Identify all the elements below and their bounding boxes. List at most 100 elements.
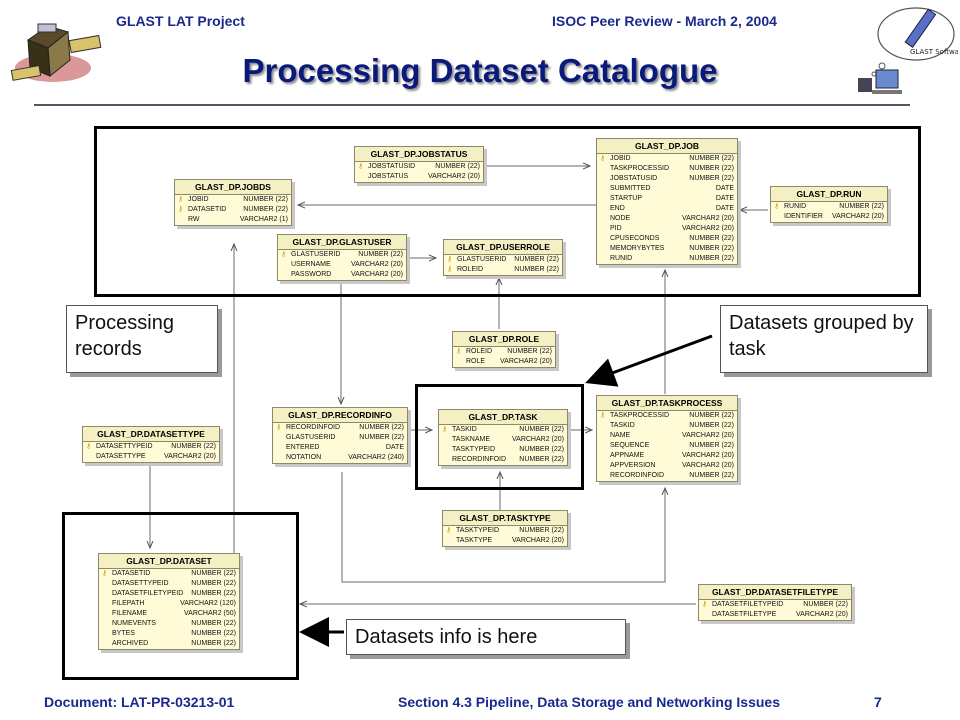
column-name: RECORDINFOID (452, 456, 507, 463)
column-type: NUMBER (22) (519, 426, 564, 433)
column-name: JOBID (610, 155, 631, 162)
column-type: VARCHAR2 (20) (682, 225, 734, 232)
column-name: NODE (610, 215, 631, 222)
column-type: DATE (385, 444, 404, 451)
column-spacer (600, 204, 610, 214)
column-name: APPNAME (610, 452, 645, 459)
column-name: TASKID (610, 422, 635, 429)
column-spacer (442, 445, 452, 455)
column-spacer (600, 254, 610, 264)
column-spacer (358, 172, 368, 182)
column-type: NUMBER (22) (689, 255, 734, 262)
column-name: JOBSTATUSID (610, 175, 658, 182)
column-name: RECORDINFOID (286, 424, 341, 431)
column-name: JOBSTATUSID (368, 163, 416, 170)
column-name: PASSWORD (291, 271, 332, 278)
column-type: NUMBER (22) (689, 412, 734, 419)
column-type: VARCHAR2 (50) (184, 610, 236, 617)
column-type: NUMBER (22) (171, 443, 216, 450)
column-spacer (178, 215, 188, 225)
column-type: DATE (715, 185, 734, 192)
column-type: NUMBER (22) (435, 163, 480, 170)
column-type: NUMBER (22) (191, 640, 236, 647)
table-name: GLAST_DP.ROLE (453, 332, 555, 347)
column-spacer (456, 357, 466, 367)
column-type: NUMBER (22) (359, 424, 404, 431)
key-icon: ⚷ (702, 601, 708, 608)
column-type: VARCHAR2 (20) (500, 358, 552, 365)
column-name: SUBMITTED (610, 185, 651, 192)
table-name: GLAST_DP.JOBSTATUS (355, 147, 483, 162)
column-spacer (102, 619, 112, 629)
table-name: GLAST_DP.TASKTYPE (443, 511, 567, 526)
processing-records-frame (94, 126, 921, 297)
column-spacer (102, 639, 112, 649)
key-icon: ⚷ (178, 196, 184, 203)
column-type: VARCHAR2 (1) (239, 216, 288, 223)
column-spacer (102, 629, 112, 639)
column-spacer (281, 270, 291, 280)
column-spacer (600, 431, 610, 441)
column-type: NUMBER (22) (191, 590, 236, 597)
column-name: USERNAME (291, 261, 331, 268)
column-type: NUMBER (22) (191, 570, 236, 577)
column-type: VARCHAR2 (20) (682, 432, 734, 439)
column-spacer (600, 244, 610, 254)
column-spacer (600, 234, 610, 244)
column-type: VARCHAR2 (20) (832, 213, 884, 220)
column-type: NUMBER (22) (514, 256, 559, 263)
key-icon: ⚷ (446, 527, 452, 534)
table-name: GLAST_DP.RUN (771, 187, 887, 202)
column-type: NUMBER (22) (689, 245, 734, 252)
column-name: JOBSTATUS (368, 173, 409, 180)
column-spacer (442, 455, 452, 465)
column-name: ROLEID (466, 348, 493, 355)
column-type: NUMBER (22) (191, 580, 236, 587)
column-spacer (774, 212, 784, 222)
column-spacer (600, 461, 610, 471)
column-name: NUMEVENTS (112, 620, 156, 627)
column-name: GLASTUSERID (291, 251, 341, 258)
column-spacer (600, 184, 610, 194)
column-name: RUNID (784, 203, 807, 210)
column-type: NUMBER (22) (519, 456, 564, 463)
column-name: FILEPATH (112, 600, 145, 607)
column-spacer (600, 471, 610, 481)
header-rule (34, 104, 910, 106)
table-name: GLAST_DP.DATASET (99, 554, 239, 569)
column-spacer (102, 579, 112, 589)
column-type: NUMBER (22) (689, 472, 734, 479)
column-spacer (276, 443, 286, 453)
column-name: NOTATION (286, 454, 322, 461)
column-name: DATASETTYPEID (96, 443, 153, 450)
page-title: Processing Dataset Catalogue (242, 52, 718, 89)
column-name: DATASETTYPE (96, 453, 146, 460)
